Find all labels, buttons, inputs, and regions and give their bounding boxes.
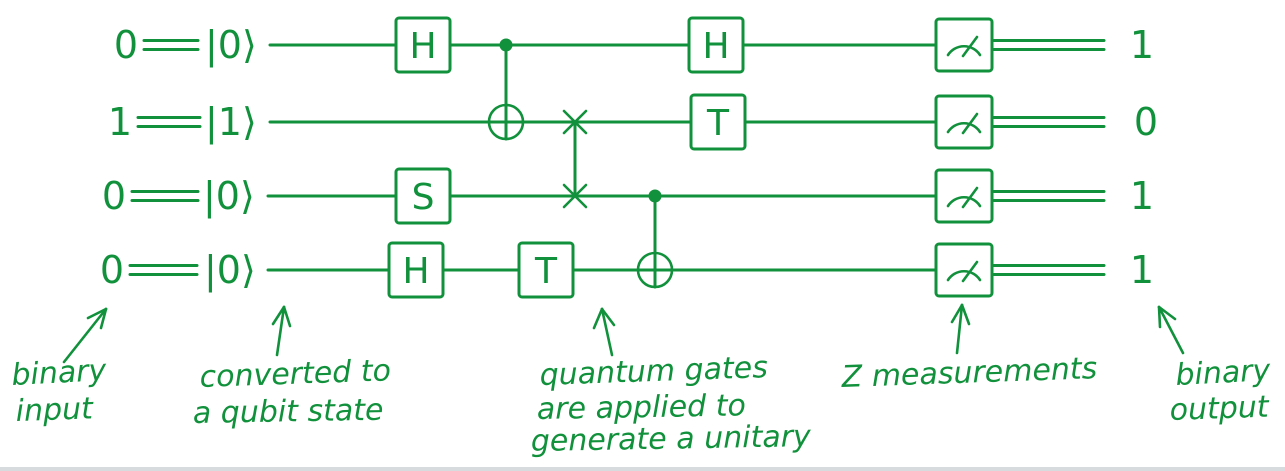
qubit-2-row: 0 |0⟩ (102, 174, 938, 219)
gate-label: H (402, 251, 429, 292)
classical-wire-q2 (992, 190, 1106, 202)
annotation-line: binary (11, 353, 109, 393)
window-bottom-edge (0, 467, 1285, 471)
qubit-2-ket: |0⟩ (203, 174, 255, 219)
gate-hadamard-q0-second: H (687, 16, 745, 74)
annotation-line: input (15, 391, 95, 429)
measurement-gate-q0 (934, 17, 994, 73)
gate-box (689, 93, 747, 151)
qubit-0-equals-icon (142, 39, 200, 51)
annotation-line: quantum gates (539, 350, 768, 393)
arrow-shaft (600, 307, 614, 357)
swap-cross-icon-q1 (562, 109, 588, 135)
annotation-qubit-state: converted to a qubit state (193, 305, 391, 431)
gate-box (517, 241, 575, 299)
gate-t-q1: T (689, 93, 747, 151)
qubit-1-row: 1 |1⟩ (108, 100, 938, 145)
arrow-head (592, 307, 604, 330)
gate-box (394, 16, 452, 74)
meter-dial-icon (946, 122, 982, 134)
qubit-3-input-bit: 0 (100, 248, 124, 292)
classical-wire-q1 (992, 116, 1106, 128)
meter-dial-icon (946, 45, 982, 57)
arrow-shaft (62, 307, 108, 364)
arrow-up-icon (62, 307, 108, 364)
annotation-line: converted to (199, 353, 391, 395)
measurement-gate-q1 (934, 94, 994, 150)
swap-cross-icon-q2 (562, 183, 588, 209)
qubit-2-input-bit: 0 (102, 174, 126, 218)
arrow-head (1157, 305, 1177, 321)
qubit-3-row: 0 |0⟩ (100, 248, 938, 293)
qubit-0-input-bit: 0 (114, 23, 138, 67)
arrow-shaft (955, 303, 964, 355)
gate-t-q3: T (517, 241, 575, 299)
annotation-line: output (1169, 390, 1270, 428)
arrow-head (99, 307, 108, 330)
qubit-1-ket: |1⟩ (205, 100, 257, 145)
arrow-up-icon (1157, 305, 1185, 355)
annotation-line: binary (1175, 353, 1273, 393)
gate-label: H (702, 26, 729, 67)
qubit-0-row: 0 |0⟩ (114, 23, 938, 68)
classical-wire-q3 (992, 264, 1106, 276)
arrow-up-icon (592, 307, 616, 357)
qubit-0-ket: |0⟩ (205, 23, 257, 68)
qubit-1-equals-icon (136, 116, 202, 128)
cnot-control-dot-q0 (499, 38, 513, 52)
meter-dial-icon (946, 270, 982, 282)
gate-hadamard-q3: H (387, 241, 445, 299)
meter-needle-icon (961, 35, 979, 58)
gate-label: T (706, 103, 730, 144)
gate-label: S (412, 177, 435, 218)
gate-hadamard-q0-first: H (394, 16, 452, 74)
qubit-3-output-bit: 1 (1130, 248, 1154, 292)
classical-wire-q0 (992, 39, 1106, 51)
arrow-up-icon (950, 303, 971, 355)
gate-box (394, 167, 452, 225)
gate-label: T (534, 251, 558, 292)
annotation-binary-input: binary input (11, 307, 109, 429)
qubit-1-input-bit: 1 (108, 100, 132, 144)
meter-dial-icon (946, 196, 982, 208)
annotation-line: are applied to (537, 388, 747, 427)
cnot-target-icon-q1 (487, 103, 525, 141)
arrow-shaft (1157, 305, 1185, 355)
measurement-gate-q3 (934, 242, 994, 298)
gate-s-q2: S (394, 167, 452, 225)
swap-cross-line (562, 109, 588, 135)
qubit-3-ket: |0⟩ (204, 248, 256, 293)
cnot-target-icon-q3 (636, 251, 674, 289)
qubit-2-equals-icon (130, 190, 200, 202)
annotation-binary-output: binary output (1157, 305, 1273, 428)
qubit-0-output-bit: 1 (1130, 23, 1154, 67)
arrow-head (960, 303, 971, 326)
gate-label: H (409, 26, 436, 67)
arrow-up-icon (271, 305, 292, 357)
annotation-quantum-gates: quantum gates are applied to generate a … (531, 307, 813, 459)
qubit-3-equals-icon (128, 264, 199, 276)
measurement-gate-q2 (934, 168, 994, 224)
gate-box (687, 16, 745, 74)
qubit-2-output-bit: 1 (1130, 174, 1154, 218)
gate-box (387, 241, 445, 299)
qubit-1-output-bit: 0 (1134, 100, 1158, 144)
annotation-z-measurements: Z measurements (840, 303, 1098, 395)
arrow-head (282, 305, 292, 328)
meter-needle-icon (961, 186, 979, 209)
annotation-line: a qubit state (193, 393, 384, 431)
arrow-head (1157, 305, 1162, 329)
swap-cross-line (562, 183, 588, 209)
annotation-line: generate a unitary (531, 419, 813, 459)
meter-needle-icon (961, 112, 979, 135)
meter-needle-icon (961, 260, 979, 283)
arrow-head (86, 307, 108, 320)
arrow-shaft (275, 305, 286, 357)
annotation-line: Z measurements (840, 351, 1098, 395)
arrow-head (271, 305, 286, 326)
cnot-control-dot-q2 (648, 189, 662, 203)
arrow-head (600, 307, 616, 327)
arrow-head (950, 303, 964, 324)
